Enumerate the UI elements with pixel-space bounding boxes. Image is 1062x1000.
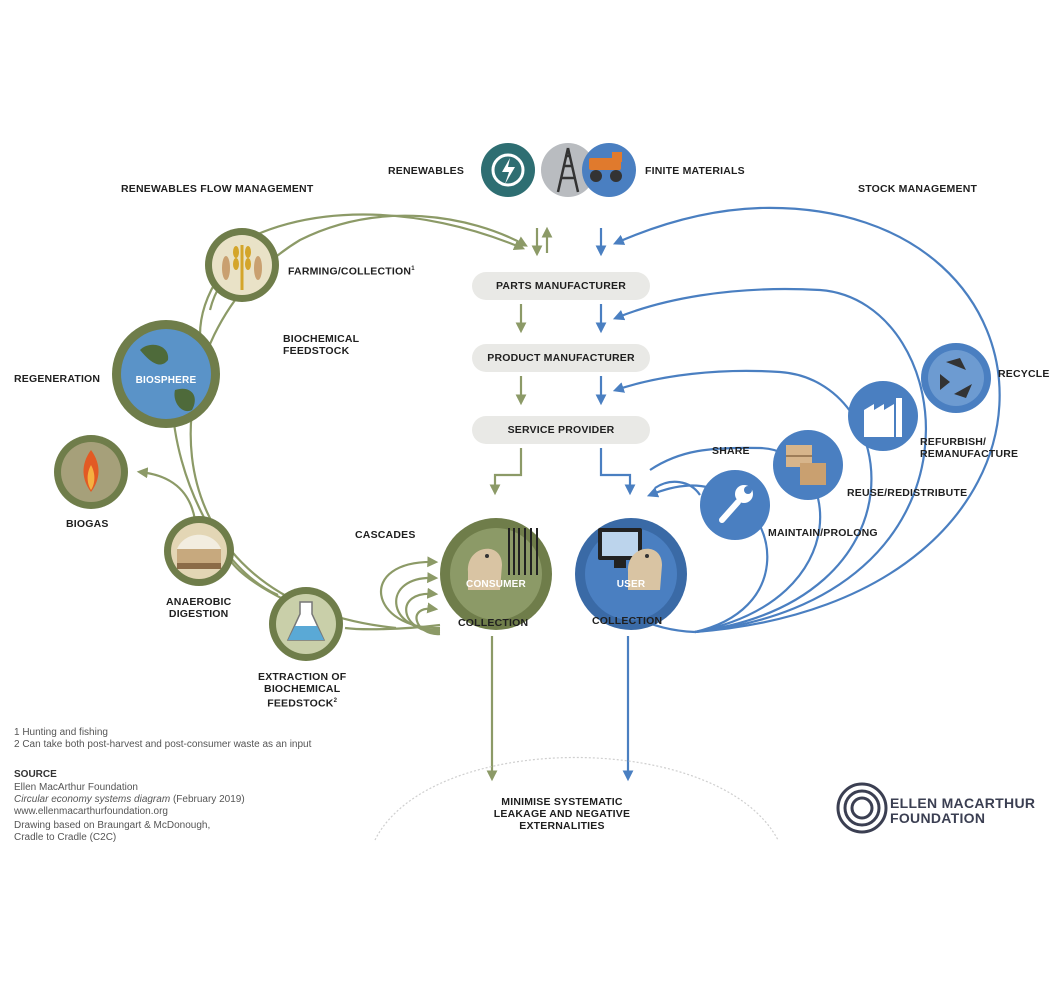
renewables-icon (481, 143, 535, 197)
recycle-label: RECYCLE (998, 368, 1050, 380)
flask-icon (269, 587, 343, 661)
biochemical-feedstock-label: BIOCHEMICAL FEEDSTOCK (283, 333, 360, 357)
footnote-1: 1 Hunting and fishing (14, 727, 108, 738)
extraction-label: EXTRACTION OF BIOCHEMICAL FEEDSTOCK2 (258, 671, 347, 710)
source-heading: SOURCE (14, 769, 57, 780)
green-chain-3 (489, 448, 523, 496)
logo-line-1: ELLEN MACARTHUR (890, 795, 1036, 811)
source-drawing-2: Cradle to Cradle (C2C) (14, 832, 117, 843)
cascades-label: CASCADES (355, 529, 416, 541)
product-manufacturer-box: PRODUCT MANUFACTURER (472, 344, 650, 372)
finite-materials-label: FINITE MATERIALS (645, 165, 745, 177)
logo-line-2: FOUNDATION (890, 810, 986, 826)
cascade-1 (379, 556, 441, 630)
monitor-person-icon (575, 518, 687, 630)
recycle-icon (921, 343, 991, 413)
farming-label: FARMING/COLLECTION1 (288, 265, 415, 278)
extraction-to-anaerobic (229, 559, 286, 601)
refurbish-loop (612, 369, 873, 634)
farming-footnote-mark: 1 (411, 266, 415, 272)
source-org: Ellen MacArthur Foundation (14, 782, 138, 793)
globe-icon (112, 320, 220, 428)
cascade-3 (405, 587, 441, 634)
boxes-icon (773, 430, 843, 500)
renewables-label: RENEWABLES (388, 165, 465, 177)
service-provider-box: SERVICE PROVIDER (472, 416, 650, 444)
consumer-label: CONSUMER (466, 579, 526, 590)
minimise-leakage-label: MINIMISE SYSTEMATIC LEAKAGE AND NEGATIVE… (493, 796, 631, 832)
source-url: www.ellenmacarthurfoundation.org (14, 806, 168, 817)
biogas-label: BIOGAS (66, 518, 109, 530)
oil-derrick-icon (541, 143, 595, 197)
stock-management-label: STOCK MANAGEMENT (858, 183, 978, 195)
barcode-person-icon (440, 518, 552, 630)
wrench-icon (700, 470, 770, 540)
source-title-line: Circular economy systems diagram (Februa… (14, 794, 245, 805)
source-title: Circular economy systems diagram (14, 794, 171, 805)
footnote-2: 2 Can take both post-harvest and post-co… (14, 739, 312, 750)
source-date: (February 2019) (172, 794, 245, 805)
regeneration-label: REGENERATION (14, 373, 101, 385)
consumer-collection-label: COLLECTION (458, 617, 529, 629)
user-label: USER (616, 579, 646, 590)
mining-truck-icon (582, 143, 636, 197)
flame-icon (54, 435, 128, 509)
renewables-flow-label: RENEWABLES FLOW MANAGEMENT (121, 183, 314, 195)
share-loop (654, 480, 701, 496)
consumer-to-extraction (344, 623, 441, 631)
maintain-label: MAINTAIN/PROLONG (768, 527, 878, 539)
blue-chain-3 (599, 448, 636, 496)
recycle-loop (612, 287, 927, 634)
reuse-label: REUSE/REDISTRIBUTE (847, 487, 968, 499)
digester-icon (164, 516, 234, 586)
extraction-footnote-mark: 2 (333, 698, 338, 704)
anaerobic-to-biogas (136, 467, 197, 521)
cascade-4 (415, 602, 441, 636)
wheat-fish-icon (205, 228, 279, 302)
user-collection-label: COLLECTION (592, 615, 663, 627)
biosphere-label: BIOSPHERE (135, 375, 197, 386)
foundation-logo-mark (836, 782, 888, 834)
anaerobic-label: ANAEROBIC DIGESTION (166, 596, 232, 620)
parts-manufacturer-box: PARTS MANUFACTURER (472, 272, 650, 300)
share-label: SHARE (712, 445, 750, 457)
source-drawing-1: Drawing based on Braungart & McDonough, (14, 820, 211, 831)
factory-icon (848, 381, 918, 451)
stock-management-loop (612, 206, 1001, 634)
leakage-arc (374, 756, 779, 841)
refurbish-label: REFURBISH/ REMANUFACTURE (920, 436, 1019, 460)
